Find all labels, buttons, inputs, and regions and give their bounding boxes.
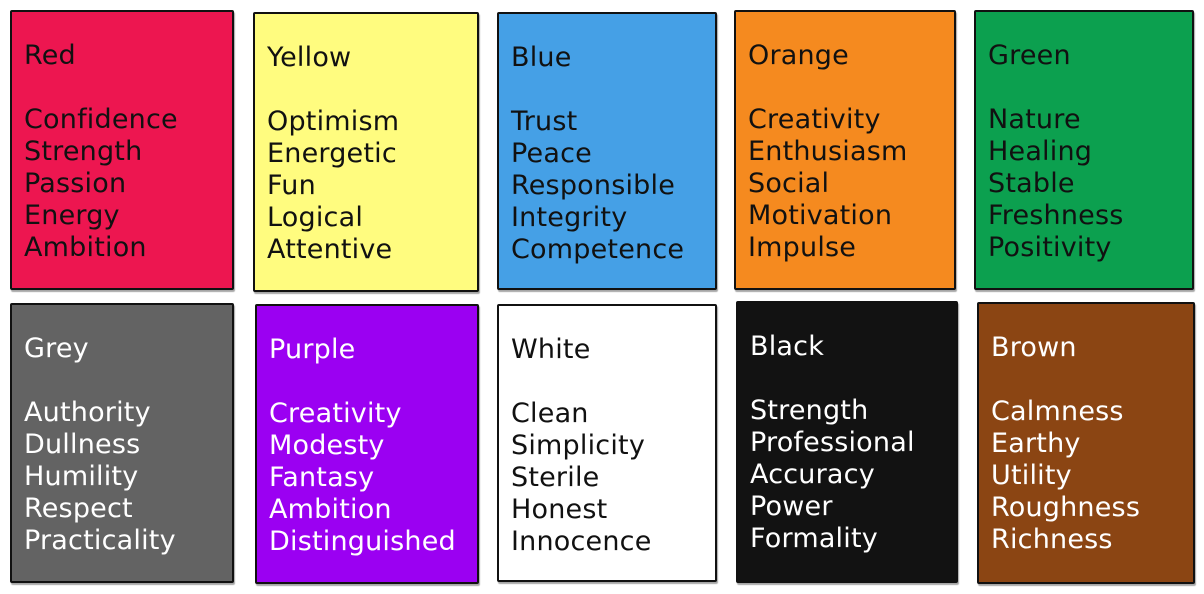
trait-item: Power bbox=[750, 491, 833, 522]
trait-item: Attentive bbox=[267, 234, 393, 265]
trait-item: Ambition bbox=[24, 232, 147, 263]
trait-item: Strength bbox=[24, 136, 143, 167]
trait-list: Calmness Earthy Utility Roughness Richne… bbox=[991, 396, 1193, 556]
trait-item: Energetic bbox=[267, 138, 397, 169]
trait-item: Humility bbox=[24, 461, 139, 492]
trait-item: Innocence bbox=[511, 526, 652, 557]
trait-item: Enthusiasm bbox=[748, 136, 908, 167]
trait-item: Energy bbox=[24, 200, 120, 231]
trait-item: Social bbox=[748, 168, 830, 199]
card-title: Grey bbox=[24, 333, 89, 364]
trait-list: Optimism Energetic Fun Logical Attentive bbox=[267, 106, 477, 266]
trait-item: Competence bbox=[511, 234, 685, 265]
trait-item: Trust bbox=[511, 106, 578, 137]
trait-list: Clean Simplicity Sterile Honest Innocenc… bbox=[511, 398, 715, 558]
trait-list: Creativity Modesty Fantasy Ambition Dist… bbox=[269, 398, 477, 558]
color-card-red: Red Confidence Strength Passion Energy A… bbox=[10, 10, 234, 290]
card-title: Red bbox=[24, 40, 76, 71]
trait-item: Motivation bbox=[748, 200, 893, 231]
trait-list: Confidence Strength Passion Energy Ambit… bbox=[24, 104, 232, 264]
trait-item: Calmness bbox=[991, 396, 1124, 427]
color-card-orange: Orange Creativity Enthusiasm Social Moti… bbox=[734, 10, 956, 290]
color-card-brown: Brown Calmness Earthy Utility Roughness … bbox=[977, 302, 1195, 584]
trait-list: Trust Peace Responsible Integrity Compet… bbox=[511, 106, 715, 266]
trait-item: Responsible bbox=[511, 170, 676, 201]
trait-item: Integrity bbox=[511, 202, 628, 233]
trait-item: Confidence bbox=[24, 104, 178, 135]
trait-item: Authority bbox=[24, 397, 151, 428]
trait-item: Simplicity bbox=[511, 430, 645, 461]
color-card-yellow: Yellow Optimism Energetic Fun Logical At… bbox=[253, 12, 479, 292]
trait-list: Nature Healing Stable Freshness Positivi… bbox=[988, 104, 1192, 264]
trait-item: Modesty bbox=[269, 430, 385, 461]
trait-item: Honest bbox=[511, 494, 608, 525]
card-title: Orange bbox=[748, 40, 849, 71]
trait-list: Creativity Enthusiasm Social Motivation … bbox=[748, 104, 954, 264]
card-title: Green bbox=[988, 40, 1071, 71]
color-card-purple: Purple Creativity Modesty Fantasy Ambiti… bbox=[255, 304, 479, 584]
trait-item: Ambition bbox=[269, 494, 392, 525]
trait-item: Clean bbox=[511, 398, 589, 429]
card-title: White bbox=[511, 334, 591, 365]
trait-item: Positivity bbox=[988, 232, 1112, 263]
trait-item: Dullness bbox=[24, 429, 141, 460]
trait-item: Stable bbox=[988, 168, 1075, 199]
trait-item: Professional bbox=[750, 427, 915, 458]
card-title: Blue bbox=[511, 42, 572, 73]
color-card-blue: Blue Trust Peace Responsible Integrity C… bbox=[497, 12, 717, 290]
trait-item: Freshness bbox=[988, 200, 1124, 231]
trait-item: Distinguished bbox=[269, 526, 456, 557]
card-title: Black bbox=[750, 331, 825, 362]
card-title: Yellow bbox=[267, 42, 352, 73]
trait-item: Sterile bbox=[511, 462, 600, 493]
trait-item: Creativity bbox=[269, 398, 402, 429]
trait-item: Utility bbox=[991, 460, 1072, 491]
trait-item: Formality bbox=[750, 523, 878, 554]
trait-item: Peace bbox=[511, 138, 592, 169]
trait-item: Impulse bbox=[748, 232, 857, 263]
trait-item: Logical bbox=[267, 202, 364, 233]
trait-item: Practicality bbox=[24, 525, 176, 556]
trait-item: Optimism bbox=[267, 106, 400, 137]
color-card-grey: Grey Authority Dullness Humility Respect… bbox=[10, 303, 234, 583]
trait-item: Strength bbox=[750, 395, 869, 426]
trait-item: Fun bbox=[267, 170, 316, 201]
trait-item: Respect bbox=[24, 493, 133, 524]
color-card-black: Black Strength Professional Accuracy Pow… bbox=[736, 301, 958, 583]
trait-item: Richness bbox=[991, 524, 1113, 555]
trait-item: Roughness bbox=[991, 492, 1141, 523]
trait-item: Accuracy bbox=[750, 459, 875, 490]
trait-item: Nature bbox=[988, 104, 1081, 135]
card-title: Brown bbox=[991, 332, 1077, 363]
trait-item: Earthy bbox=[991, 428, 1081, 459]
trait-item: Passion bbox=[24, 168, 127, 199]
trait-item: Creativity bbox=[748, 104, 881, 135]
trait-list: Strength Professional Accuracy Power For… bbox=[750, 395, 956, 555]
color-card-white: White Clean Simplicity Sterile Honest In… bbox=[497, 304, 717, 582]
trait-list: Authority Dullness Humility Respect Prac… bbox=[24, 397, 232, 557]
trait-item: Healing bbox=[988, 136, 1093, 167]
card-title: Purple bbox=[269, 334, 356, 365]
trait-item: Fantasy bbox=[269, 462, 375, 493]
color-card-green: Green Nature Healing Stable Freshness Po… bbox=[974, 10, 1194, 290]
